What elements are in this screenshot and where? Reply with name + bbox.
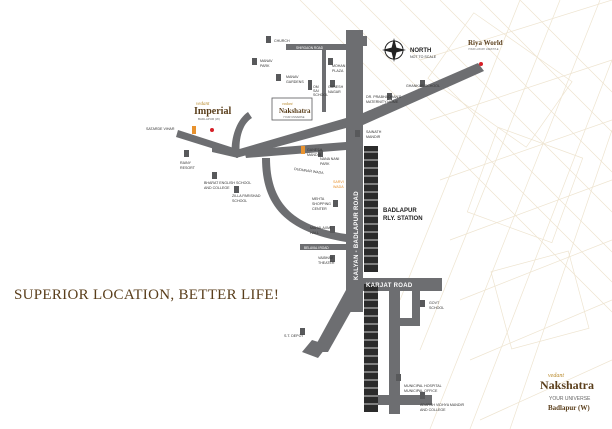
satarde-label: SATARDE VIHAR: [146, 127, 175, 131]
pradhan-label-1: DR. PRABHADHAN'S: [366, 95, 402, 99]
road-curve-west: [231, 112, 252, 156]
road-satarde: [176, 130, 240, 157]
vaibhav-label-2: THEATER: [318, 261, 335, 265]
mehta-label-3: CENTER: [312, 207, 327, 211]
kalyan-badlapur-road: [346, 30, 363, 312]
ganesh-nagar-label-1: GANESH: [328, 85, 344, 89]
road-west-lower: [244, 142, 346, 158]
loop-road-vert: [412, 290, 420, 326]
road-to-st-depot: [312, 290, 363, 352]
rainy-label-2: RESORT: [180, 166, 196, 170]
ganesh-mandir-label-2: MANDIR: [307, 153, 322, 157]
vaibhav-label-1: VAIBHAV: [318, 256, 334, 260]
road-st-depot-sw: [302, 340, 328, 358]
nakshatra-map-name: Nakshatra: [279, 107, 311, 115]
road-church: [286, 44, 346, 50]
road-manav: [322, 50, 326, 112]
tagline: SUPERIOR LOCATION, BETTER LIFE!: [14, 287, 279, 303]
municipal-label-2: MUNICIPAL OFFICE: [404, 389, 438, 393]
brand-block-vedant: vedant: [548, 373, 564, 379]
bharat-label-1: BHARAT ENGLISH SCHOOL: [204, 181, 251, 185]
mehta-label-1: MEHTA: [312, 197, 325, 201]
brand-block-line2: Badlapur (W): [548, 404, 590, 412]
road-dudhnar-loop: [262, 158, 346, 242]
karjat-road-label: KARJAT ROAD: [366, 283, 413, 289]
pradhan-label-2: MATERNITY HOME: [366, 100, 399, 104]
station-label: BADLAPUR RLY. STATION: [383, 208, 423, 222]
govt-school-label-2: SCHOOL: [429, 306, 444, 310]
imperial-name: Imperial: [194, 106, 231, 117]
manav-gardens-label-2: GARDENS: [286, 80, 304, 84]
north-label: NORTH: [410, 48, 431, 54]
sarvi-wada-label-2: WADA: [333, 185, 344, 189]
south-road-left: [372, 395, 432, 405]
orange-markers: [192, 62, 483, 154]
belavali-road: [300, 244, 346, 250]
nana-nani-label-2: PARK: [320, 162, 330, 166]
station-line2: RLY. STATION: [383, 216, 423, 222]
road-to-riya-world: [363, 63, 484, 125]
building-markers: [184, 36, 425, 399]
road-station-north: [363, 36, 367, 46]
om-sai-label-2: SAI: [313, 89, 319, 93]
municipal-label-1: MUNICIPAL HOSPITAL: [404, 384, 442, 388]
om-sai-label-3: SCHOOL: [313, 93, 328, 97]
road-west-upper: [236, 118, 346, 158]
rainy-label-1: RAINY: [180, 161, 192, 165]
mohan-plaza-label-1: MOHAN: [332, 64, 346, 68]
manav-park-label-2: PARK: [260, 64, 270, 68]
landmark-labels: CHURCH MANAV PARK MANAV GARDENS MOHAN PL…: [146, 39, 464, 412]
sainath-label-2: MANDIR: [366, 135, 381, 139]
decorative-grid: [299, 0, 612, 429]
dudhnar-label: DUDHNAR WADA: [294, 167, 324, 175]
scale-note: NOT TO SCALE: [410, 55, 437, 59]
adarsh-label-2: AND COLLEGE: [420, 408, 446, 412]
shirgaon-road-label: SHIRGAON ROAD: [296, 46, 324, 50]
manav-gardens-label-1: MANAV: [286, 75, 299, 79]
riya-world-sub: YOUR LUXURY LIFESTYLE: [468, 48, 499, 51]
manav-park-label-1: MANAV: [260, 59, 273, 63]
govt-school-label-1: GOVT: [429, 301, 440, 305]
ganesh-mandir-label-1: GANESH: [307, 148, 323, 152]
imperial-sub: BADLAPUR (W): [198, 117, 220, 121]
nana-nani-label-1: NANA NANI: [320, 157, 339, 161]
church-label: CHURCH: [274, 39, 290, 43]
main-road-label: KALYAN - BADLAPUR ROAD: [354, 191, 360, 280]
manjarli-road-label: MANJARLI ROAD: [317, 130, 344, 141]
riya-world-logo: Riya World YOUR LUXURY LIFESTYLE: [468, 39, 503, 51]
railway-line: [364, 146, 378, 412]
loop-road-right: [389, 318, 419, 326]
bharat-label-2: AND COLLEGE: [204, 186, 230, 190]
brand-block-line1: YOUR UNIVERSE: [549, 396, 591, 402]
mahalaxmi-label-2: HALL: [310, 231, 319, 235]
om-sai-label-1: OM: [313, 85, 319, 89]
station-line1: BADLAPUR: [383, 208, 417, 214]
sarvi-wada-label-1: SARVI: [333, 180, 344, 184]
sainath-label-1: SAINATH: [366, 130, 382, 134]
nakshatra-map-logo: vedant Nakshatra YOUR UNIVERSE: [279, 101, 311, 119]
road-network: [176, 30, 484, 414]
imperial-logo: vedant Imperial BADLAPUR (W): [194, 102, 231, 121]
zilla-label-1: ZILLA PARISHAD: [232, 194, 261, 198]
ghankar-label: GHANKAR SCHOOL: [406, 84, 440, 88]
adarsh-label-1: ADARSH VIDHYA MANDIR: [420, 403, 464, 407]
north-indicator: NORTH NOT TO SCALE: [382, 38, 437, 62]
south-road: [389, 290, 400, 414]
imperial-brand: vedant: [196, 102, 210, 107]
brand-block: vedant Nakshatra YOUR UNIVERSE Badlapur …: [540, 373, 594, 412]
st-depot-label: S.T. DEPOT: [284, 334, 304, 338]
zilla-label-2: SCHOOL: [232, 199, 247, 203]
mehta-label-2: SHOPPING: [312, 202, 331, 206]
ganesh-nagar-label-2: NAGAR: [328, 90, 341, 94]
riya-world-name: Riya World: [468, 39, 503, 47]
belavali-road-label: BELAVALI ROAD: [304, 246, 329, 250]
mohan-plaza-label-2: PLAZA: [332, 69, 344, 73]
nakshatra-map-brand: vedant: [282, 101, 294, 106]
mahalaxmi-label-1: MAHALAXMI: [310, 226, 331, 230]
nakshatra-map-sub: YOUR UNIVERSE: [283, 115, 305, 119]
brand-block-name: Nakshatra: [540, 378, 594, 392]
